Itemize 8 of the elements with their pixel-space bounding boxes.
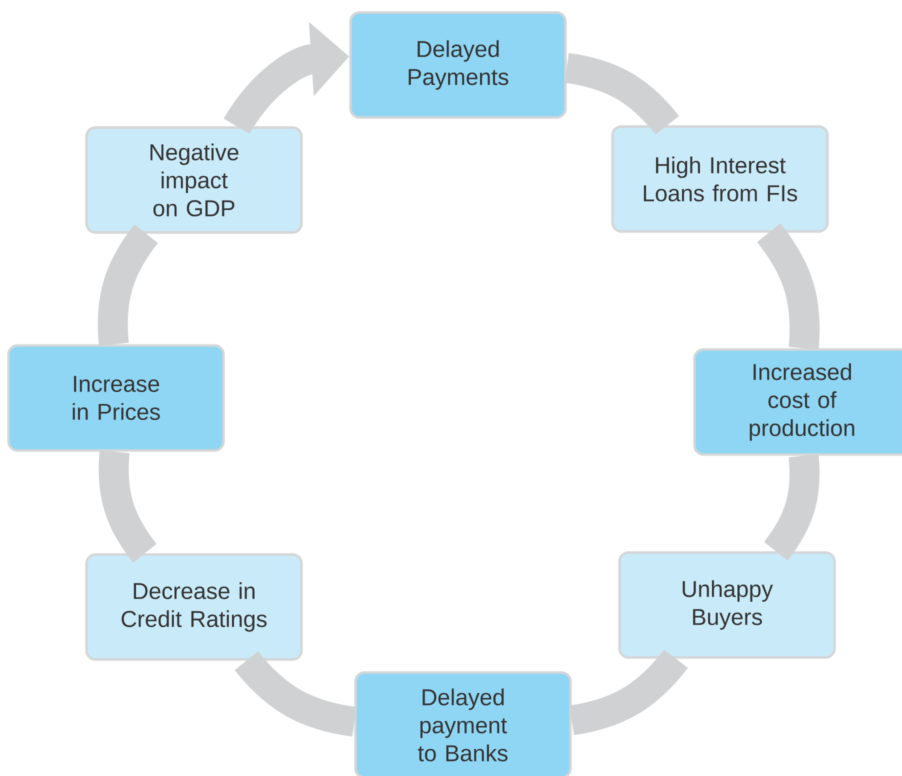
process-box: Decrease in Credit Ratings [85,553,303,661]
process-box: Increase in Prices [7,344,225,452]
process-box: Delayed payment to Banks [354,671,572,776]
process-box: High Interest Loans from FIs [611,125,829,233]
process-box: Negative impact on GDP [85,126,303,234]
process-box: Unhappy Buyers [618,551,836,659]
process-box: Delayed Payments [349,11,567,119]
process-box: Increased cost of production [693,348,902,456]
